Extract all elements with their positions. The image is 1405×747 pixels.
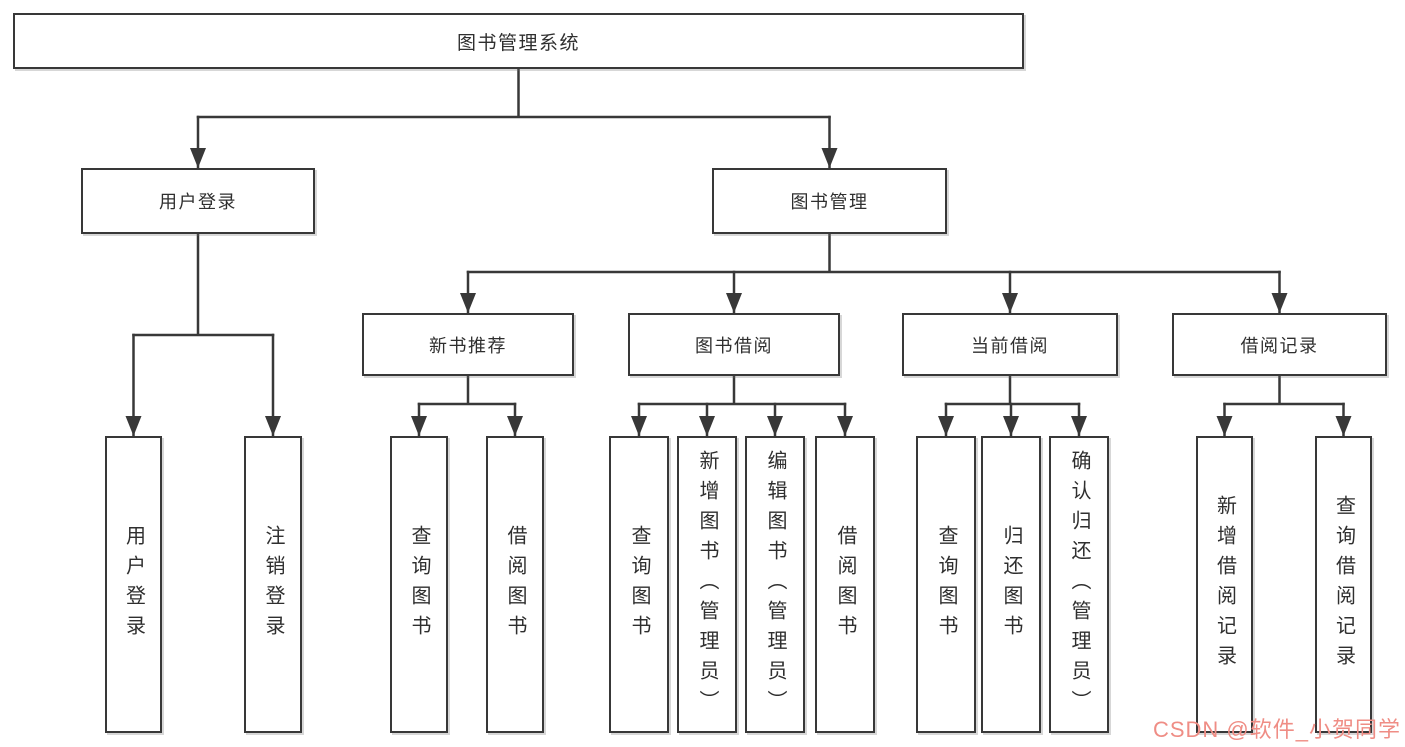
leaf-label: 新增图书（管理员） (696, 449, 718, 720)
leaf-label: 注销登录 (262, 524, 284, 645)
leaf-add-book-admin: 新增图书（管理员） (677, 436, 737, 733)
leaf-label: 用户登录 (122, 524, 145, 645)
leaf-label: 查询图书 (935, 524, 957, 645)
node-label: 图书借阅 (695, 335, 773, 356)
node-current-borrowing: 当前借阅 (902, 313, 1118, 376)
leaf-label: 借阅图书 (504, 524, 526, 645)
node-label: 新书推荐 (429, 335, 507, 356)
leaf-label: 新增借阅记录 (1213, 494, 1236, 675)
leaf-query-books-recommend: 查询图书 (390, 436, 448, 733)
connector-skeletons (132, 67, 1345, 406)
node-borrowing-records: 借阅记录 (1172, 313, 1387, 376)
node-library-management-system: 图书管理系统 (13, 13, 1024, 69)
node-new-book-recommend: 新书推荐 (362, 313, 574, 376)
node-label: 当前借阅 (971, 335, 1049, 356)
leaf-user-login: 用户登录 (105, 436, 162, 733)
leaf-label: 编辑图书（管理员） (764, 449, 786, 720)
node-label: 借阅记录 (1240, 335, 1319, 356)
leaf-label: 查询图书 (408, 524, 430, 645)
leaf-label: 归还图书 (1000, 524, 1022, 645)
node-label: 图书管理 (790, 192, 869, 212)
leaf-label: 查询图书 (628, 524, 650, 645)
connector-arrows (125, 115, 1352, 438)
leaf-query-books-borrowing: 查询图书 (609, 436, 669, 733)
node-book-management: 图书管理 (712, 168, 947, 234)
leaf-add-borrow-record: 新增借阅记录 (1196, 436, 1253, 733)
leaf-borrow-books-borrowing: 借阅图书 (815, 436, 875, 733)
leaf-confirm-return-admin: 确认归还（管理员） (1049, 436, 1109, 733)
leaf-label: 确认归还（管理员） (1068, 449, 1090, 720)
leaf-logout: 注销登录 (244, 436, 302, 733)
leaf-edit-book-admin: 编辑图书（管理员） (745, 436, 805, 733)
node-label: 图书管理系统 (456, 32, 580, 54)
leaf-label: 查询借阅记录 (1332, 494, 1355, 675)
node-book-borrowing: 图书借阅 (628, 313, 840, 376)
csdn-watermark: CSDN @软件_小贺同学 (1152, 717, 1401, 742)
leaf-label: 借阅图书 (834, 524, 856, 645)
leaf-return-book: 归还图书 (981, 436, 1041, 733)
leaf-borrow-books-recommend: 借阅图书 (486, 436, 544, 733)
node-user-login: 用户登录 (81, 168, 315, 234)
node-label: 用户登录 (159, 192, 237, 212)
leaf-query-books-current: 查询图书 (916, 436, 976, 733)
leaf-query-borrow-record: 查询借阅记录 (1315, 436, 1372, 733)
